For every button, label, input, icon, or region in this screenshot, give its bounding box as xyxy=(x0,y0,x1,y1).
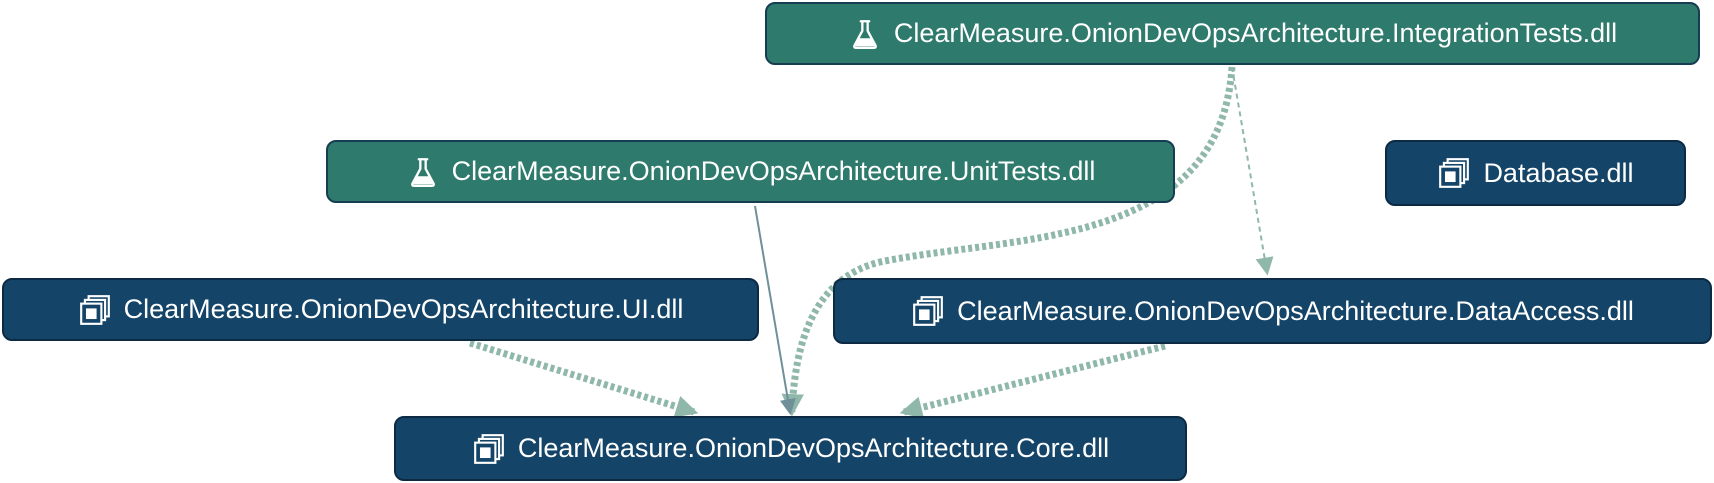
edge-ui-to-core xyxy=(468,339,699,418)
node-core[interactable]: ClearMeasure.OnionDevOpsArchitecture.Cor… xyxy=(394,416,1187,481)
node-label: ClearMeasure.OnionDevOpsArchitecture.Int… xyxy=(893,18,1618,48)
flask-icon xyxy=(410,157,435,187)
assembly-icon xyxy=(1439,158,1470,188)
assembly-icon xyxy=(474,433,504,464)
edge-unittests-to-core xyxy=(754,205,796,416)
node-integration-tests[interactable]: ClearMeasure.OnionDevOpsArchitecture.Int… xyxy=(765,2,1700,65)
node-unit-tests[interactable]: ClearMeasure.OnionDevOpsArchitecture.Uni… xyxy=(326,140,1175,203)
node-label: ClearMeasure.OnionDevOpsArchitecture.Uni… xyxy=(451,156,1096,186)
node-label: ClearMeasure.OnionDevOpsArchitecture.Cor… xyxy=(517,433,1110,463)
flask-icon xyxy=(852,19,877,49)
edge-dataaccess-to-core xyxy=(899,342,1166,419)
node-database[interactable]: Database.dll xyxy=(1385,140,1686,206)
node-label: ClearMeasure.OnionDevOpsArchitecture.Dat… xyxy=(957,295,1634,326)
node-data-access[interactable]: ClearMeasure.OnionDevOpsArchitecture.Dat… xyxy=(833,278,1712,344)
assembly-icon xyxy=(913,296,943,326)
node-label: ClearMeasure.OnionDevOpsArchitecture.UI.… xyxy=(123,294,684,324)
assembly-icon xyxy=(79,294,110,325)
edge-integrationtests-to-dataaccess xyxy=(1231,66,1274,276)
edge-integrationtests-to-core xyxy=(781,66,1236,417)
node-ui[interactable]: ClearMeasure.OnionDevOpsArchitecture.UI.… xyxy=(2,278,759,341)
node-label: Database.dll xyxy=(1483,157,1634,188)
